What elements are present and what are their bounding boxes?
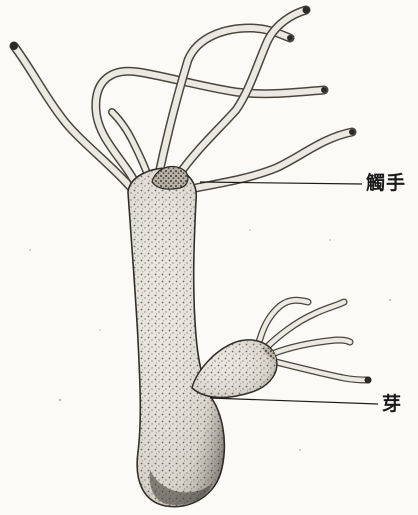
bud-label: 芽 bbox=[382, 395, 402, 414]
bud-leader-line bbox=[210, 398, 378, 404]
tentacle-label: 觸手 bbox=[366, 174, 406, 193]
hydra-bud bbox=[192, 340, 277, 398]
main-tentacles bbox=[10, 7, 355, 191]
hydra-body bbox=[128, 167, 224, 507]
